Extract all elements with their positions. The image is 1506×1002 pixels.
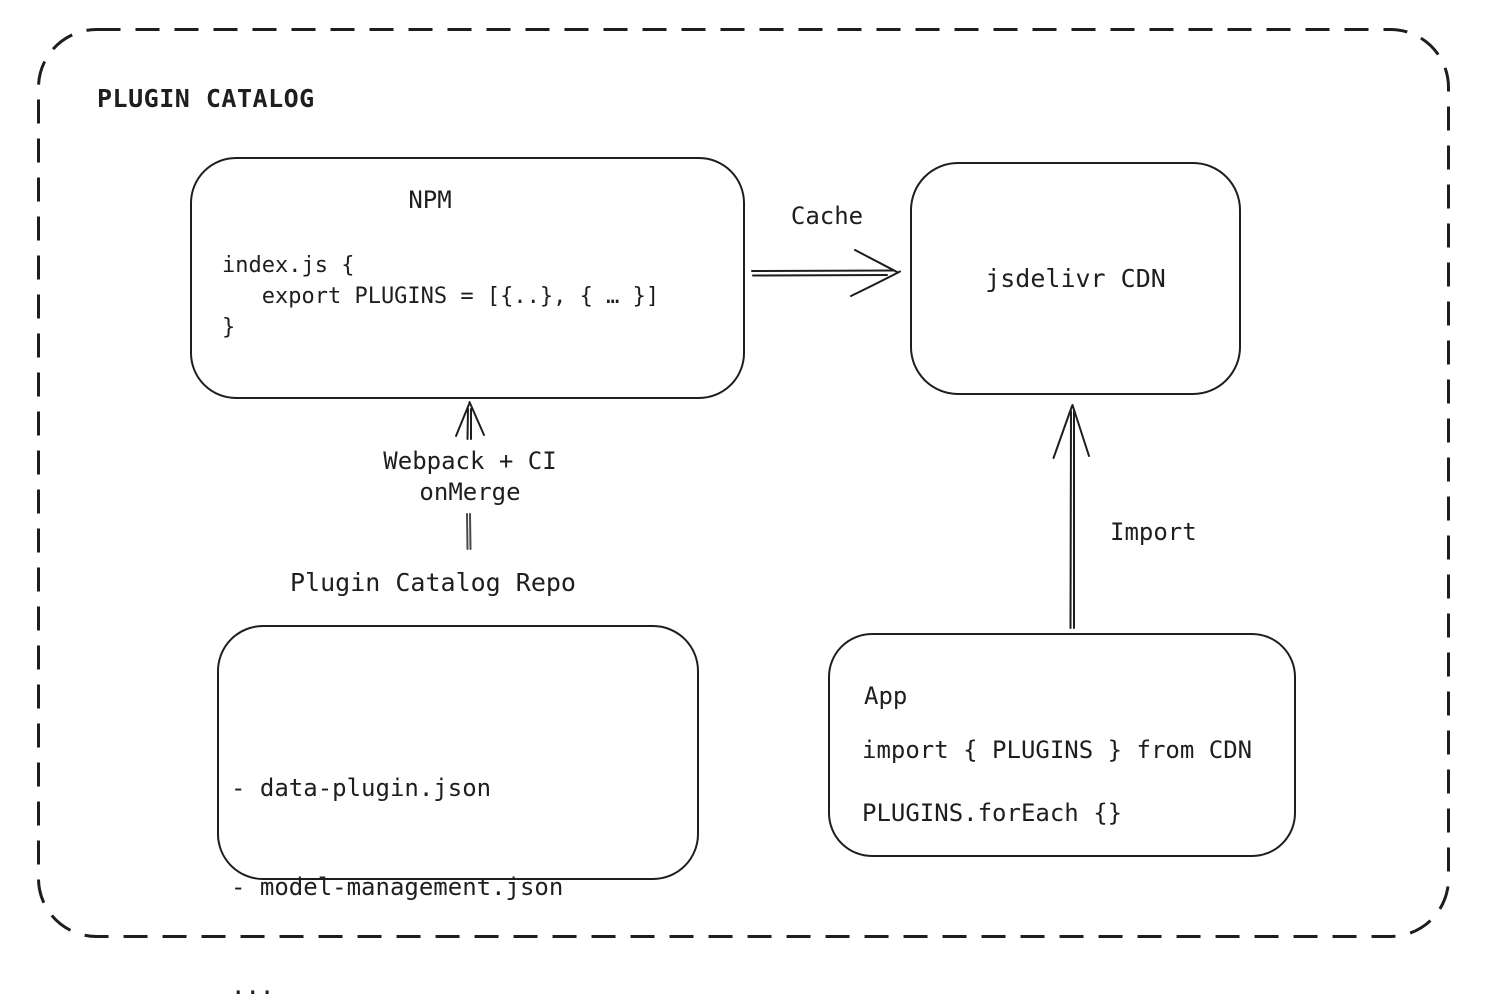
repo-heading: Plugin Catalog Repo	[290, 568, 576, 597]
app-code-import: import { PLUGINS } from CDN	[862, 736, 1253, 764]
import-arrow	[1052, 404, 1090, 629]
npm-node	[190, 157, 745, 399]
cache-arrow-label: Cache	[790, 202, 864, 230]
cdn-node: jsdelivr CDN	[910, 162, 1241, 395]
import-arrow-label: Import	[1110, 518, 1197, 546]
npm-code: index.js { export PLUGINS = [{..}, { … }…	[222, 253, 660, 340]
build-arrow-sublabel: onMerge	[419, 478, 521, 506]
cdn-label: jsdelivr CDN	[985, 264, 1166, 293]
app-code-foreach: PLUGINS.forEach {}	[862, 799, 1123, 827]
diagram-title: PLUGIN CATALOG	[97, 84, 315, 113]
repo-file-ellipsis: ...	[231, 972, 275, 1000]
repo-file-item: - data-plugin.json	[231, 774, 492, 802]
build-arrow-label: Webpack + CI	[383, 447, 557, 475]
build-arrow	[455, 401, 485, 440]
repo-node	[217, 625, 699, 880]
app-node	[828, 633, 1296, 857]
app-title: App	[864, 682, 908, 710]
build-connector-line	[466, 513, 472, 550]
npm-title: NPM	[408, 186, 452, 214]
cache-arrow	[751, 249, 901, 297]
repo-file-list: - data-plugin.json - model-management.js…	[231, 706, 563, 1002]
repo-file-item: - model-management.json	[231, 873, 564, 901]
